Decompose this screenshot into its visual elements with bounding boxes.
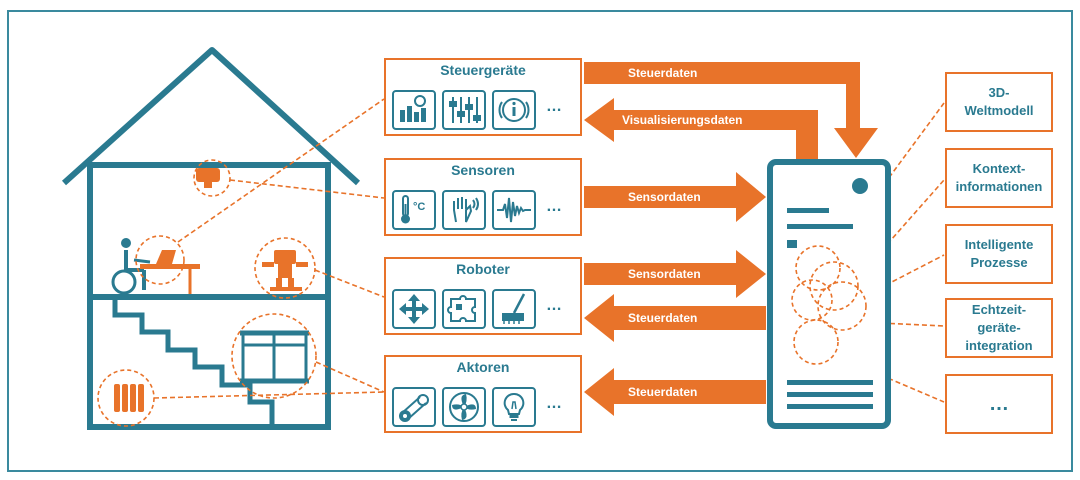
house-details <box>111 168 309 412</box>
robot-icon <box>262 250 308 291</box>
window-blinds-icon <box>240 330 309 384</box>
group-title-roboter: Roboter <box>456 261 510 277</box>
label-steuerdaten-top: Steuerdaten <box>628 66 698 80</box>
more-steuergeraete: … <box>546 98 563 115</box>
lightbulb-icon <box>492 387 536 427</box>
group-steuergeraete: Steuergeräte … <box>384 58 582 136</box>
label-visualisierungsdaten: Visualisierungsdaten <box>622 113 743 127</box>
desk-icon <box>140 250 200 294</box>
label-sensordaten-1: Sensordaten <box>628 190 701 204</box>
temp-unit: °C <box>413 201 425 213</box>
group-roboter: Roboter … <box>384 257 582 335</box>
bar-chart-clock-icon <box>392 90 436 130</box>
waveform-icon <box>492 190 536 230</box>
outer-frame <box>7 10 1073 472</box>
group-title-steuergeraete: Steuergeräte <box>440 62 526 78</box>
arrow-sensordaten-1 <box>584 172 766 222</box>
label-steuerdaten-aktor: Steuerdaten <box>628 385 698 399</box>
group-title-sensoren: Sensoren <box>451 162 515 178</box>
camera-icon <box>196 168 220 188</box>
house <box>61 47 361 430</box>
arrow-steuerdaten-robot <box>584 294 766 342</box>
capability-intelligente-prozesse: Intelligente Prozesse <box>945 224 1053 284</box>
slider-controls-icon <box>442 90 486 130</box>
group-aktoren: Aktoren … <box>384 355 582 433</box>
more-roboter: … <box>546 297 563 314</box>
capability-weltmodell: 3D- Weltmodell <box>945 72 1053 132</box>
radiator-icon <box>114 384 144 412</box>
puzzle-icon <box>442 289 486 329</box>
capability-echtzeitgeraeteintegration: Echtzeit- geräte- integration <box>945 298 1053 358</box>
more-sensoren: … <box>546 198 563 215</box>
group-sensoren: Sensoren °C … <box>384 158 582 236</box>
fan-icon <box>442 387 486 427</box>
wheelchair-user-icon <box>111 238 151 295</box>
label-sensordaten-2: Sensordaten <box>628 267 701 281</box>
broom-icon <box>492 289 536 329</box>
arrow-visualisierungsdaten <box>584 98 818 160</box>
group-title-aktoren: Aktoren <box>456 359 510 375</box>
gear-belt-icon <box>392 387 436 427</box>
server <box>767 159 891 429</box>
arrow-sensordaten-2 <box>584 250 766 298</box>
capability-kontextinformationen: Kontext- informationen <box>945 148 1053 208</box>
arrow-steuerdaten-aktor <box>584 368 766 416</box>
capability-more: … <box>945 374 1053 434</box>
arrow-steuerdaten-top <box>584 62 878 158</box>
arrows <box>584 62 878 416</box>
info-icon <box>492 90 536 130</box>
more-aktoren: … <box>546 395 563 412</box>
label-steuerdaten-robot: Steuerdaten <box>628 311 698 325</box>
server-status-light <box>852 178 868 194</box>
move-arrows-icon <box>392 289 436 329</box>
thermometer-icon: °C <box>392 190 436 230</box>
hand-touch-icon <box>442 190 486 230</box>
server-bubbles <box>791 245 867 365</box>
